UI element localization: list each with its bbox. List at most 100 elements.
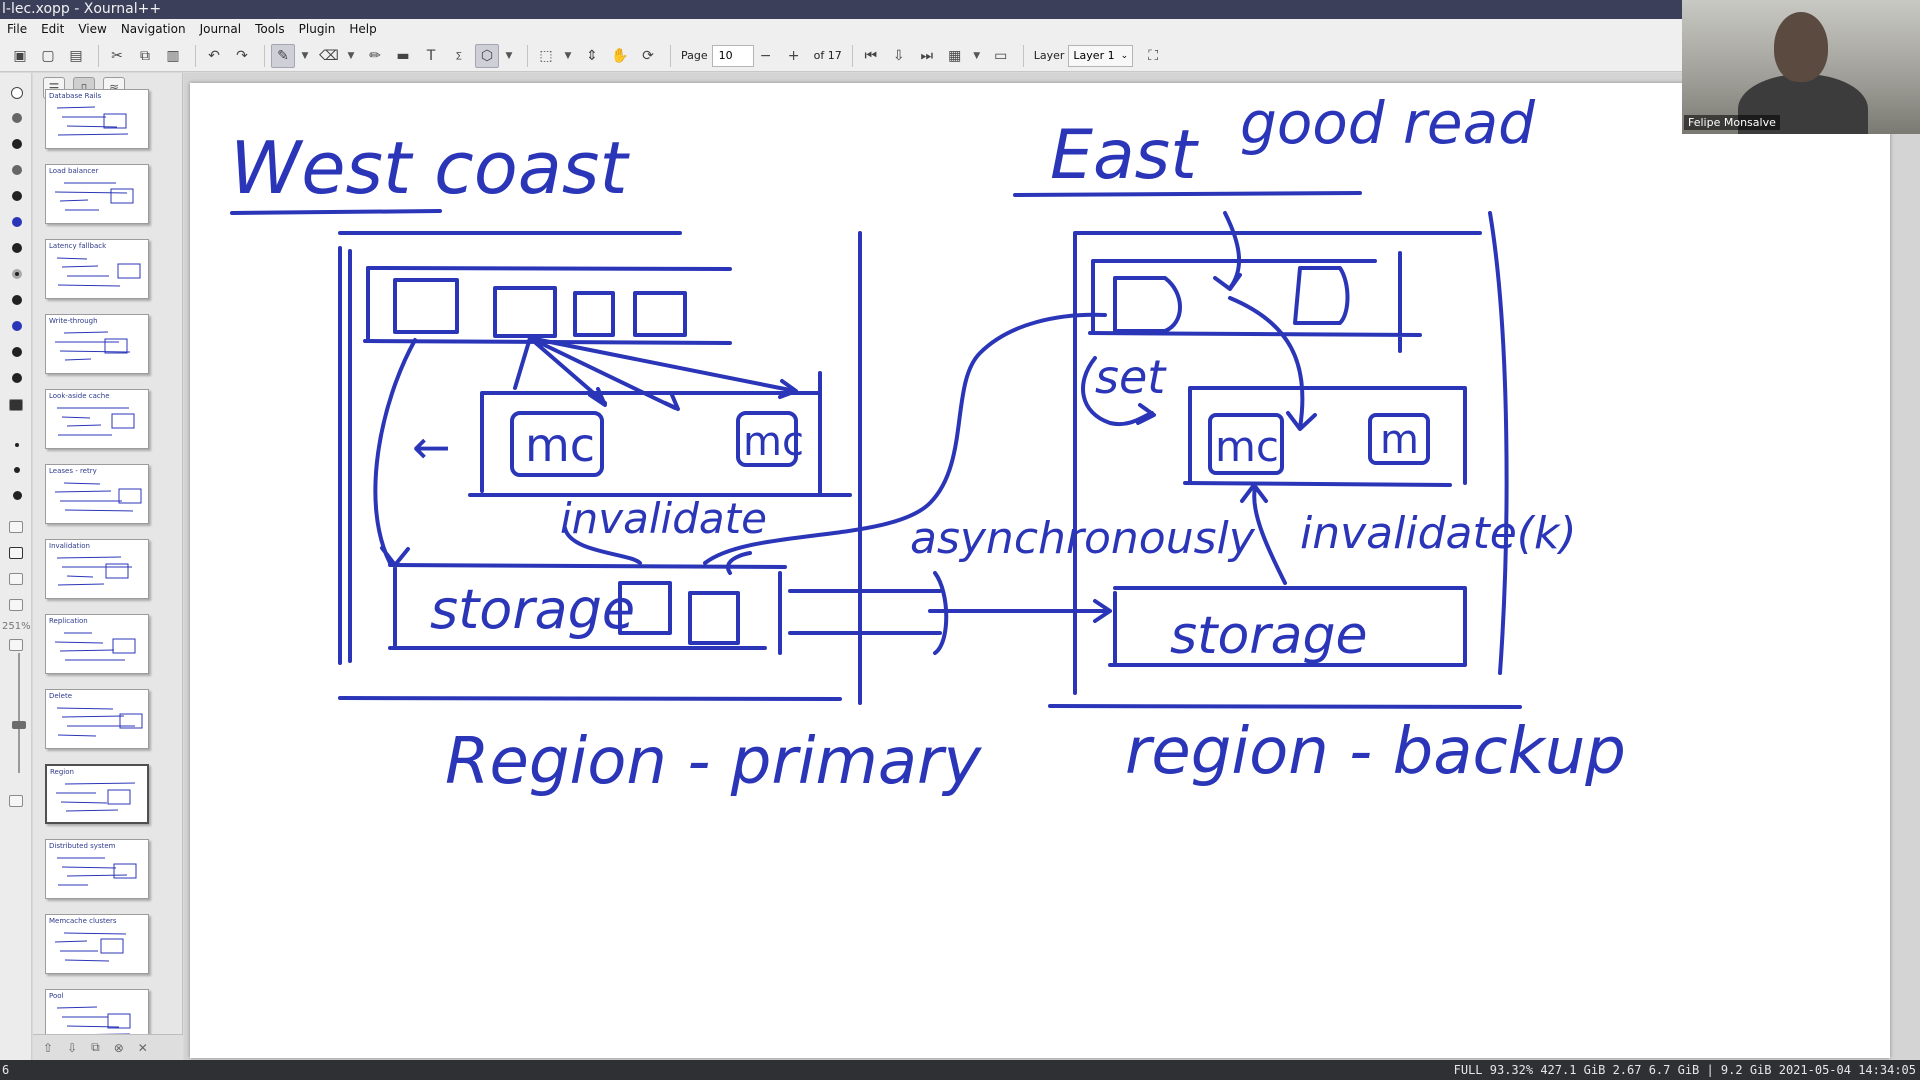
page-decrement-icon[interactable]: − xyxy=(759,47,772,64)
redo-icon[interactable]: ↷ xyxy=(236,47,248,64)
last-page-icon[interactable]: ⏭ xyxy=(920,47,934,64)
delete-page-icon[interactable]: ⊗ xyxy=(113,1040,124,1055)
page-thumbnail[interactable]: Load balancer xyxy=(45,164,149,224)
layer-select[interactable]: Layer 1 ⌄ xyxy=(1068,44,1134,67)
new-page-icon[interactable]: ▢ xyxy=(41,47,55,64)
pen-size-option[interactable] xyxy=(11,87,23,99)
menu-view[interactable]: View xyxy=(78,22,107,36)
page-thumbnail[interactable]: Distributed system xyxy=(45,839,149,899)
insert-dropdown-icon[interactable]: ▼ xyxy=(973,50,981,61)
open-icon[interactable]: ▤ xyxy=(69,47,83,64)
first-page-icon[interactable]: ⏮ xyxy=(864,47,878,64)
thumbnail-title: Database Rails xyxy=(49,92,102,100)
math-tex-icon[interactable]: ∑ xyxy=(456,51,462,60)
pen-color-option[interactable] xyxy=(12,347,22,357)
thickness-thick-option[interactable] xyxy=(13,491,22,500)
copy-icon[interactable]: ⧉ xyxy=(140,47,150,64)
page-thumbnail[interactable]: Leases - retry xyxy=(45,464,149,524)
move-down-icon[interactable]: ⇩ xyxy=(67,1040,78,1055)
thumbnail-title: Write-through xyxy=(49,317,98,325)
select-rect-icon[interactable]: ⬚ xyxy=(539,47,553,64)
zoom-slider[interactable] xyxy=(18,653,20,773)
layer-icon[interactable] xyxy=(9,573,23,585)
delete-page-icon[interactable]: ▭ xyxy=(994,47,1008,64)
pen-color-option[interactable] xyxy=(12,295,22,305)
shape-recognizer-icon[interactable]: ⬡ xyxy=(475,43,499,68)
thumbnail-box xyxy=(110,188,134,204)
page-thumbnail[interactable]: Database Rails xyxy=(45,89,149,149)
menu-tools[interactable]: Tools xyxy=(255,22,285,36)
menu-file[interactable]: File xyxy=(7,22,28,36)
menu-plugin[interactable]: Plugin xyxy=(298,22,336,36)
select-dropdown-icon[interactable]: ▼ xyxy=(564,50,572,61)
move-up-icon[interactable]: ⇧ xyxy=(43,1040,54,1055)
cross-region-read xyxy=(703,312,1107,565)
insert-page-icon[interactable]: ▦ xyxy=(948,47,962,64)
highlighter-tool-icon[interactable]: ✏ xyxy=(369,47,381,64)
pen-tool-icon[interactable]: ✎ xyxy=(271,43,295,68)
system-status-bar: 6 FULL 93.32% 427.1 GiB 2.67 6.7 GiB | 9… xyxy=(0,1060,1920,1080)
page-thumbnail[interactable]: Look-aside cache xyxy=(45,389,149,449)
page-thumbnail[interactable]: Memcache clusters xyxy=(45,914,149,974)
eraser-dropdown-icon[interactable]: ▼ xyxy=(347,50,355,61)
sidebar-footer: ⇧ ⇩ ⧉ ⊗ ✕ xyxy=(33,1034,183,1060)
pen-dropdown-icon[interactable]: ▼ xyxy=(301,50,309,61)
workspace-indicator: 6 xyxy=(2,1063,10,1077)
zoom-fit-icon[interactable] xyxy=(9,639,23,651)
monitor-icon[interactable] xyxy=(9,547,23,559)
pen-color-option[interactable] xyxy=(12,243,22,253)
page-thumbnail[interactable]: Delete xyxy=(45,689,149,749)
thickness-medium-option[interactable] xyxy=(14,467,20,473)
good-read-arrow xyxy=(1213,211,1242,291)
close-sidebar-icon[interactable]: ✕ xyxy=(137,1040,148,1055)
pen-size-option[interactable] xyxy=(12,113,22,123)
grid-icon[interactable] xyxy=(9,521,23,533)
fullscreen-icon[interactable]: ⛶ xyxy=(1148,47,1159,64)
shape-dropdown-icon[interactable]: ▼ xyxy=(505,50,513,61)
pen-color-option[interactable] xyxy=(12,373,22,383)
thumbnail-stroke xyxy=(63,482,101,485)
page-thumbnail[interactable]: Replication xyxy=(45,614,149,674)
thumbnail-sketch xyxy=(54,632,136,661)
eraser-tool-icon[interactable]: ⌫ xyxy=(319,47,339,64)
save-icon[interactable]: ▣ xyxy=(13,47,27,64)
page-thumbnail[interactable]: Write-through xyxy=(45,314,149,374)
undo-icon[interactable]: ↶ xyxy=(208,47,220,64)
page-increment-icon[interactable]: + xyxy=(787,47,800,64)
pen-color-option[interactable] xyxy=(12,165,22,175)
zoom-slider-handle[interactable] xyxy=(12,721,26,729)
pen-color-option[interactable] xyxy=(12,139,22,149)
play-object-icon[interactable]: ⟳ xyxy=(642,47,654,64)
pen-color-option[interactable] xyxy=(12,321,22,331)
cut-icon[interactable]: ✂ xyxy=(111,47,123,64)
menu-journal[interactable]: Journal xyxy=(199,22,242,36)
menu-navigation[interactable]: Navigation xyxy=(120,22,186,36)
pen-color-option[interactable] xyxy=(12,217,22,227)
page-thumbnail[interactable]: Invalidation xyxy=(45,539,149,599)
invalidate-right-label: invalidate(k) xyxy=(1300,508,1577,559)
menu-edit[interactable]: Edit xyxy=(41,22,65,36)
text-tool-icon[interactable]: T xyxy=(426,47,436,64)
pen-color-option[interactable] xyxy=(12,269,22,279)
toolbar-divider xyxy=(98,44,99,67)
page-thumbnail[interactable]: Region xyxy=(45,764,149,824)
note-page[interactable]: West coast East good read mc xyxy=(190,83,1890,1058)
vertical-space-icon[interactable]: ⇕ xyxy=(586,47,598,64)
hand-tool-icon[interactable]: ✋ xyxy=(611,47,629,64)
thumbnail-stroke xyxy=(63,331,109,334)
menu-help[interactable]: Help xyxy=(349,22,377,36)
page-number-input[interactable]: 10 xyxy=(711,44,754,67)
thickness-fine-option[interactable] xyxy=(15,443,19,447)
goto-page-icon[interactable]: ⇩ xyxy=(892,47,905,64)
fill-square-icon[interactable] xyxy=(9,399,23,411)
canvas-area[interactable]: West coast East good read mc xyxy=(184,73,1920,1060)
copy-page-icon[interactable]: ⧉ xyxy=(91,1040,100,1054)
thumbnail-box xyxy=(111,413,135,429)
thumbnail-sketch xyxy=(57,407,135,436)
audio-icon[interactable] xyxy=(9,599,23,611)
page-thumbnail[interactable]: Latency fallback xyxy=(45,239,149,299)
camera-icon[interactable] xyxy=(9,795,23,807)
image-tool-icon[interactable]: ▬ xyxy=(396,47,410,64)
pen-color-option[interactable] xyxy=(12,191,22,201)
paste-icon[interactable]: ▥ xyxy=(166,47,180,64)
